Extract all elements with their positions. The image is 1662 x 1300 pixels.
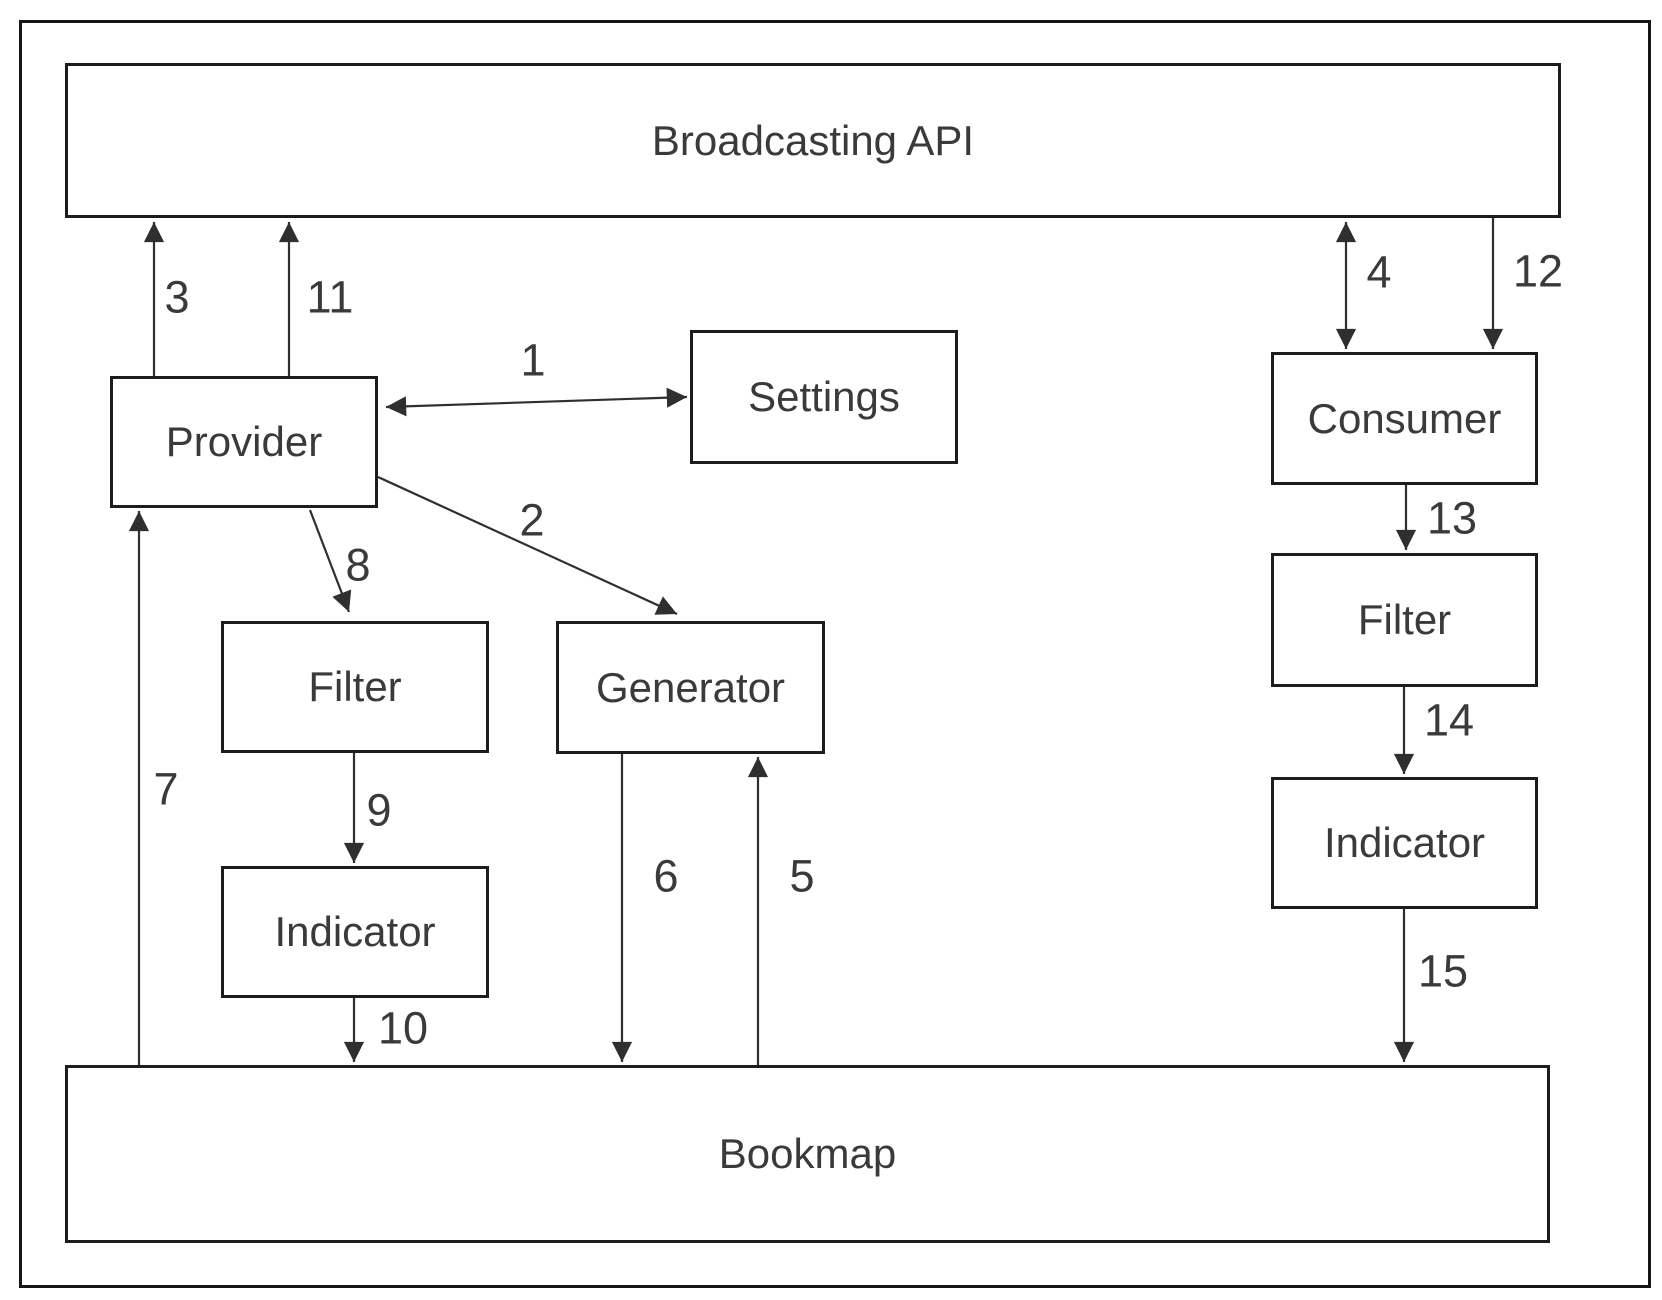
edge-label-4: 4 [1366, 246, 1392, 298]
edge-label-15: 15 [1417, 945, 1469, 997]
node-generator-label: Generator [595, 663, 786, 711]
node-provider-label: Provider [165, 418, 323, 465]
edge-label-13: 13 [1426, 492, 1478, 544]
arrow-8-provider-filter [308, 509, 352, 613]
edge-label-7: 7 [153, 763, 179, 815]
node-bookmap-label: Bookmap [718, 1130, 897, 1177]
node-filter-right: Filter [1271, 553, 1538, 687]
node-generator: Generator [556, 621, 825, 754]
node-bookmap: Bookmap [65, 1065, 1550, 1243]
edge-label-14: 14 [1423, 694, 1475, 746]
node-filter-left: Filter [221, 621, 489, 753]
node-filter-right-label: Filter [1357, 596, 1452, 643]
node-indicator-right-label: Indicator [1323, 819, 1486, 866]
arrow-1-provider-settings [385, 387, 688, 417]
node-filter-left-label: Filter [308, 663, 402, 710]
node-settings-label: Settings [748, 373, 900, 420]
node-consumer-label: Consumer [1307, 394, 1502, 442]
edge-label-2: 2 [519, 494, 545, 546]
node-broadcasting-api: Broadcasting API [65, 63, 1561, 218]
node-provider: Provider [110, 376, 378, 508]
edge-label-9: 9 [366, 784, 392, 836]
node-indicator-right: Indicator [1271, 777, 1538, 909]
edge-label-3: 3 [164, 271, 190, 323]
node-indicator-left: Indicator [221, 866, 489, 998]
diagram-outer-border [19, 20, 1651, 1288]
edge-label-1: 1 [520, 334, 546, 386]
edge-label-12: 12 [1512, 245, 1564, 297]
node-broadcasting-api-label: Broadcasting API [651, 116, 975, 164]
edge-label-5: 5 [789, 850, 815, 902]
edge-label-8: 8 [345, 539, 371, 591]
edge-label-10: 10 [377, 1002, 429, 1054]
node-consumer: Consumer [1271, 352, 1538, 485]
edge-label-6: 6 [653, 850, 679, 902]
node-indicator-left-label: Indicator [274, 908, 436, 955]
arrow-2-provider-generator [377, 475, 678, 616]
node-settings: Settings [690, 330, 958, 464]
edge-label-11: 11 [306, 271, 354, 323]
